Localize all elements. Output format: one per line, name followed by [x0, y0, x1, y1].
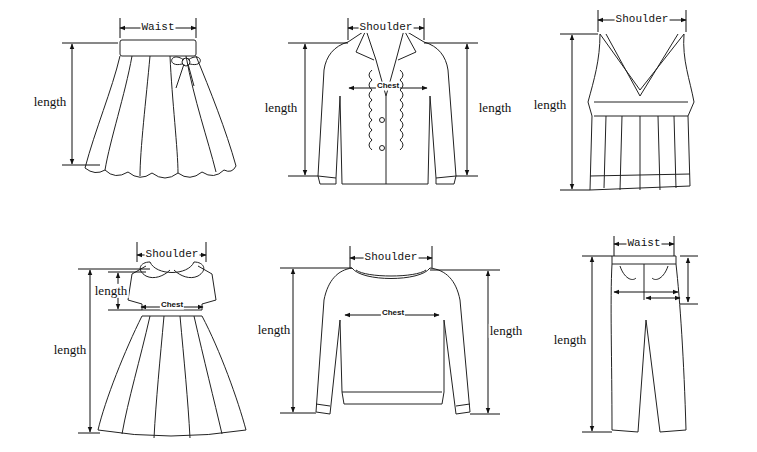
dimension-label: Chest: [381, 309, 405, 318]
skirt-dimensions: [62, 18, 196, 165]
dimension-label: length: [53, 343, 88, 357]
dimension-label: Chest: [376, 82, 400, 91]
dress-dimensions: [78, 242, 206, 433]
vest-dimensions: [560, 10, 686, 190]
dimension-label: Shoulder: [364, 251, 419, 263]
dimension-label: length: [264, 101, 299, 115]
dimension-label: length: [257, 323, 292, 337]
dimension-label: Waist: [626, 237, 661, 249]
dimension-label: length: [489, 324, 524, 338]
dimension-label: Shoulder: [615, 13, 670, 25]
jacket-dimensions: [288, 18, 478, 176]
pants-dimensions: [582, 236, 698, 432]
jacket-sketch: [318, 30, 456, 184]
dimension-label: Shoulder: [145, 248, 200, 260]
dimension-label: Shoulder: [359, 21, 414, 33]
dimension-label: Waist: [140, 21, 175, 33]
sweater-dimensions: [280, 246, 500, 414]
dimension-label: length: [33, 95, 68, 109]
dimension-label: length: [533, 98, 568, 112]
dimension-label: length: [94, 284, 129, 298]
vest-sketch: [588, 34, 694, 190]
dimension-label: length: [478, 101, 513, 115]
skirt-sketch: [85, 40, 236, 178]
pants-sketch: [611, 256, 686, 432]
sweater-sketch: [316, 268, 470, 414]
dimension-label: Chest: [160, 301, 184, 310]
dimension-label: length: [553, 333, 588, 347]
